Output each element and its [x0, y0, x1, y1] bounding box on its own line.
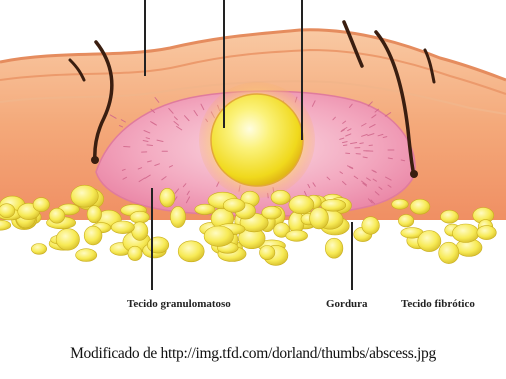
fat-globule — [76, 249, 97, 262]
fat-globule — [147, 237, 168, 253]
fat-globule — [33, 198, 49, 212]
source-caption: Modificado de http://img.tfd.com/dorland… — [0, 345, 506, 363]
fat-globule — [170, 206, 185, 227]
fat-globule — [392, 199, 409, 209]
fat-globule — [111, 221, 134, 234]
fat-globule — [418, 231, 441, 252]
fat-globule — [286, 230, 308, 241]
fat-globule — [260, 246, 275, 260]
fat-globule — [477, 226, 496, 240]
fat-globule — [160, 188, 175, 207]
fat-globule — [398, 214, 413, 227]
fiber-stroke — [363, 157, 367, 158]
fat-globule — [71, 185, 98, 207]
fiber-stroke — [388, 158, 392, 159]
fat-globule — [132, 222, 148, 241]
fat-globule — [49, 208, 65, 223]
fat-globule — [84, 226, 102, 245]
fat-globule — [56, 229, 79, 251]
fat-globule — [289, 195, 314, 213]
fat-globule — [87, 206, 101, 223]
fat-globule — [441, 210, 459, 223]
fat-globule — [0, 220, 11, 230]
fat-globule — [262, 206, 282, 219]
fat-globule — [128, 246, 142, 260]
fat-globule — [204, 226, 233, 246]
fat-globule — [0, 204, 15, 218]
fat-globule — [310, 208, 329, 229]
fat-globule — [195, 204, 215, 214]
fat-globule — [452, 224, 479, 242]
fat-globule — [130, 211, 149, 223]
fiber-stroke — [360, 143, 363, 144]
fat-globule — [271, 190, 290, 204]
fiber-stroke — [147, 145, 153, 146]
label-fat: Gordura — [326, 298, 368, 310]
fat-globule — [362, 217, 380, 235]
fat-globule — [31, 244, 46, 255]
label-fibrous: Tecido fibrótico — [401, 298, 475, 310]
fat-globule — [325, 238, 343, 258]
label-granulomatous: Tecido granulomatoso — [127, 298, 231, 310]
pus-core — [199, 82, 315, 198]
fiber-stroke — [344, 145, 347, 146]
fat-globule — [439, 242, 459, 263]
fat-globule — [410, 199, 430, 214]
fat-globule — [223, 199, 245, 213]
fiber-stroke — [401, 160, 405, 161]
fat-globule — [178, 241, 204, 262]
